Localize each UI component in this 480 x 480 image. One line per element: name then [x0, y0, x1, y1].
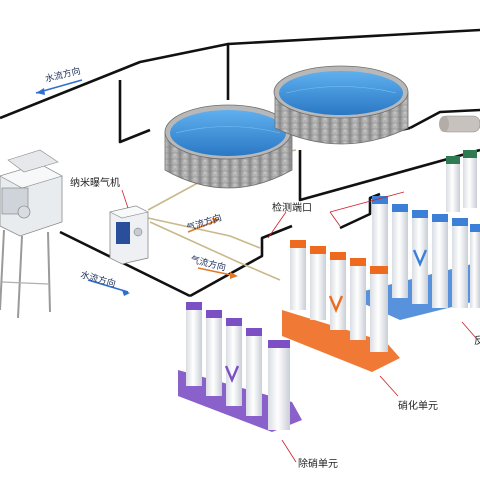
air-arrow-icon [187, 218, 220, 233]
long-arrow-icon [87, 279, 130, 296]
drum-filter [0, 149, 63, 319]
v-logo-icon [412, 249, 428, 268]
bio-unit-purple [178, 302, 302, 432]
uv-sterilizer [439, 115, 480, 133]
pipe-bottom-feed [59, 230, 191, 298]
flow-arrows [35, 79, 238, 296]
fish-tank-right [273, 65, 409, 145]
nano-aerator-machine [109, 205, 149, 265]
label-denitrification-unit: 除硝单元 [298, 457, 338, 470]
long-arrow-icon [35, 79, 83, 95]
pipe-left-riser [118, 80, 151, 144]
pipe-upper-right [409, 108, 480, 130]
label-water-flow-bottom: 水流方向 [79, 268, 117, 289]
bio-unit-orange [282, 240, 400, 372]
v-logo-icon [328, 295, 344, 314]
label-nitrification-unit: 硝化单元 [398, 399, 438, 412]
label-detection-port: 检测端口 [272, 201, 312, 214]
leader-lines [121, 189, 477, 463]
v-logo-icon [224, 365, 240, 384]
pipe-to-right-units [298, 148, 480, 202]
label-nano-aerator: 纳米曝气机 [70, 176, 120, 189]
fish-tank-left [164, 104, 293, 189]
bio-unit-green [446, 150, 477, 212]
pipe-top-return [0, 42, 230, 120]
label-cut-off-right: 反 [474, 335, 480, 347]
pipe-purple-to-orange [189, 224, 293, 298]
air-arrow-icon [197, 267, 238, 279]
pipe-top-right [227, 28, 480, 46]
